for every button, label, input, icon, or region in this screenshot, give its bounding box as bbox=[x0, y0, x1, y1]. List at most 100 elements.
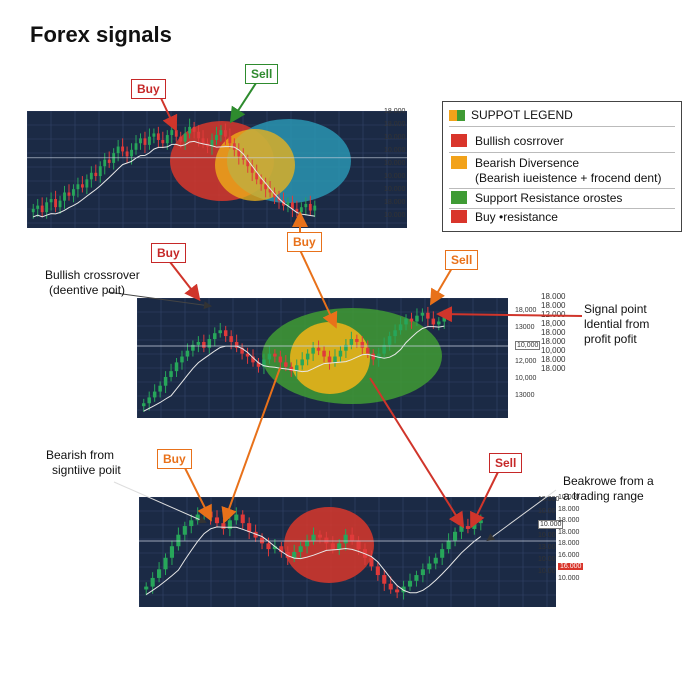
price-tick-label: 18,000 bbox=[541, 319, 566, 328]
candle-body bbox=[223, 330, 228, 337]
price-tick-label: 18.000 bbox=[541, 301, 566, 310]
legend-divider bbox=[449, 208, 675, 209]
legend-title-swatch-orange bbox=[449, 109, 457, 121]
signal-zone bbox=[284, 507, 374, 583]
legend-label: Bullish cosrrover bbox=[475, 134, 564, 148]
candle-body bbox=[420, 312, 425, 316]
note-breakout: Beakrowe from a a trading range bbox=[563, 474, 654, 504]
signal-arrow bbox=[486, 489, 557, 542]
candle-body bbox=[80, 184, 84, 188]
signal-arrow bbox=[221, 367, 281, 524]
candle-body bbox=[279, 546, 284, 552]
price-tick-label: 18.000 bbox=[384, 199, 406, 206]
candle-body bbox=[63, 192, 66, 201]
candle-body bbox=[349, 339, 354, 345]
candle-body bbox=[197, 131, 201, 139]
price-tick-label: 18.000 bbox=[541, 355, 566, 364]
candle-body bbox=[311, 347, 315, 354]
legend-item: Bullish cosrrover bbox=[451, 134, 564, 149]
legend: SUPPOT LEGEND Bullish cosrrover Bearish … bbox=[442, 101, 682, 232]
candle-body bbox=[207, 339, 212, 348]
candle-body bbox=[232, 143, 236, 150]
signal-arrow bbox=[159, 95, 178, 132]
candle-body bbox=[322, 350, 326, 357]
candle-body bbox=[317, 534, 322, 538]
price-tick-label: 10.00 bbox=[538, 508, 556, 515]
candle-body bbox=[94, 172, 98, 177]
chart-panel-1 bbox=[27, 111, 407, 228]
price-tick-label: 18.000 bbox=[538, 496, 560, 503]
candle-body bbox=[251, 356, 255, 363]
page-title: Forex signals bbox=[30, 22, 172, 47]
candle-body bbox=[210, 139, 214, 147]
signal-arrow bbox=[169, 261, 201, 302]
note-signal-point: Signal point ldential from profit pofit bbox=[584, 302, 649, 347]
price-tick-label: 10,000 bbox=[515, 341, 541, 350]
candle-body bbox=[143, 138, 147, 145]
candle-body bbox=[219, 130, 223, 136]
candle-body bbox=[98, 166, 102, 177]
candle-body bbox=[292, 552, 297, 558]
legend-label: Bearish Diversence bbox=[475, 156, 580, 170]
candle-body bbox=[305, 353, 310, 360]
candle-body bbox=[141, 403, 146, 407]
candle-body bbox=[250, 166, 254, 173]
price-tick-label: 10,000 bbox=[515, 375, 537, 382]
signal-arrow bbox=[369, 377, 465, 529]
candle-body bbox=[130, 149, 133, 157]
candle-body bbox=[163, 557, 168, 570]
candle-body bbox=[286, 202, 290, 206]
candle-body bbox=[395, 589, 400, 593]
note-line: ldential from bbox=[584, 317, 650, 331]
candle-body bbox=[227, 520, 232, 529]
candle-body bbox=[49, 199, 53, 203]
legend-swatch bbox=[451, 134, 467, 147]
candle-body bbox=[393, 330, 397, 337]
candle-body bbox=[246, 159, 250, 167]
candle-body bbox=[240, 347, 244, 354]
candle-body bbox=[273, 192, 276, 198]
candle-body bbox=[247, 523, 252, 532]
chart-1-svg bbox=[27, 111, 407, 228]
candle-body bbox=[355, 339, 359, 342]
candle-body bbox=[67, 192, 71, 196]
price-tick-label: 10.000 bbox=[384, 212, 406, 219]
price-tick-label: 10.00 bbox=[538, 532, 556, 539]
candle-body bbox=[289, 366, 294, 372]
candle-body bbox=[165, 135, 169, 144]
signal-arrow bbox=[429, 267, 453, 306]
price-tick-label: 10.000 bbox=[384, 160, 406, 167]
candle-body bbox=[427, 563, 432, 570]
price-tick-label: 12,000 bbox=[515, 358, 537, 365]
moving-average-line bbox=[145, 526, 482, 596]
candle-body bbox=[202, 341, 206, 348]
candle-body bbox=[382, 575, 387, 584]
candle-body bbox=[330, 543, 335, 550]
candle-body bbox=[147, 397, 151, 404]
candle-body bbox=[366, 347, 370, 354]
signal-arrow bbox=[436, 306, 583, 323]
legend-item: Support Resistance orostes bbox=[451, 191, 622, 206]
candle-body bbox=[76, 184, 80, 190]
chart-2-svg bbox=[137, 298, 508, 418]
candle-body bbox=[327, 356, 332, 363]
candle-body bbox=[278, 356, 283, 363]
candle-body bbox=[201, 138, 205, 144]
candle-body bbox=[266, 543, 271, 550]
candle-body bbox=[465, 526, 470, 529]
candle-body bbox=[150, 577, 155, 587]
buy-signal-tag-2: Buy bbox=[287, 232, 322, 252]
candle-body bbox=[262, 359, 266, 367]
candle-body bbox=[174, 362, 179, 372]
candle-body bbox=[163, 376, 168, 386]
candle-body bbox=[440, 549, 445, 558]
note-line: signtiive poiit bbox=[52, 463, 121, 477]
legend-divider bbox=[449, 126, 675, 127]
candle-body bbox=[337, 543, 342, 550]
price-tick-label: 10.000 bbox=[558, 574, 580, 582]
candle-body bbox=[156, 133, 160, 140]
candle-body bbox=[344, 344, 348, 351]
price-tick-label: 10.000 bbox=[384, 186, 406, 193]
candle-body bbox=[116, 146, 120, 154]
price-tick-label: 10,000 bbox=[541, 346, 566, 355]
